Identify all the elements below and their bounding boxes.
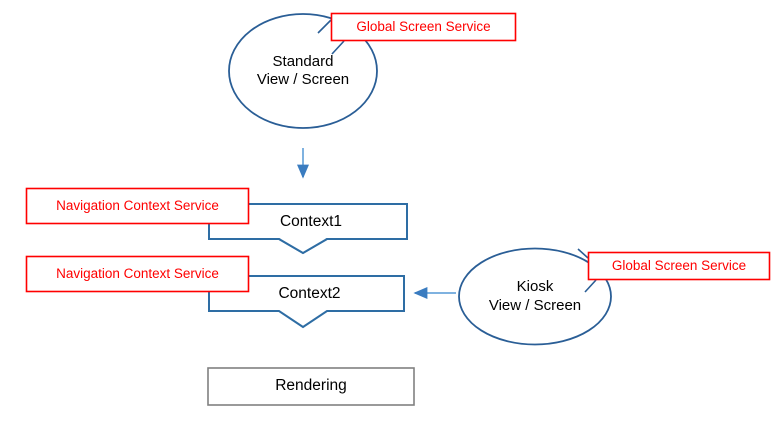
standard-view-screen-ellipse (228, 13, 378, 129)
kiosk-view-screen-ellipse (458, 247, 612, 346)
rendering-box (207, 367, 415, 406)
context2-arrow-box (208, 275, 405, 329)
leader-global-screen-service-standard (317, 19, 345, 55)
annotation-navigation-context-service-context2-box (25, 255, 250, 293)
annotation-global-screen-service-standard-box (330, 12, 517, 42)
leader-global-screen-service-kiosk (577, 248, 597, 293)
annotation-global-screen-service-kiosk-box (587, 251, 771, 281)
annotation-navigation-context-service-context1-box (25, 187, 250, 225)
context1-arrow-notch (278, 238, 328, 255)
